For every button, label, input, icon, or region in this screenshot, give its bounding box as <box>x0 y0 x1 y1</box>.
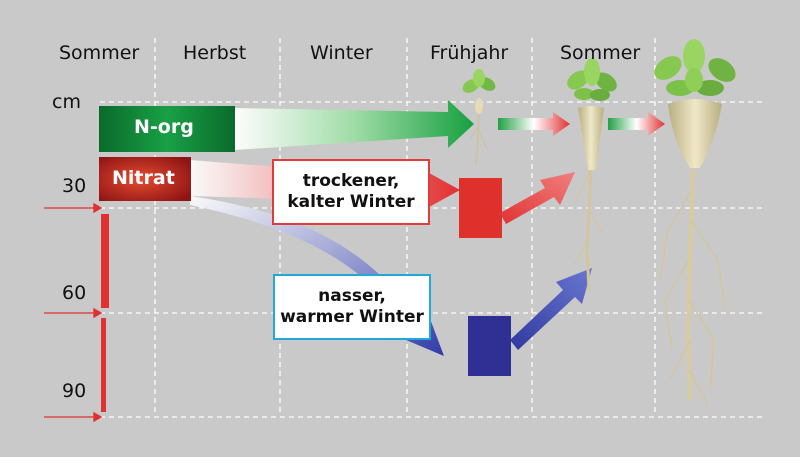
grid-lines <box>100 38 765 418</box>
nitrate-leaching-arrow <box>190 196 444 356</box>
nitrate-stored-deep-block <box>468 316 511 376</box>
nitrate-pool-box <box>99 157 191 201</box>
leaching-depth-indicator <box>44 202 109 423</box>
spring-uptake-red-arrow <box>500 172 575 224</box>
nitrate-label: Nitrat <box>112 167 175 189</box>
depth-unit-label: cm <box>52 91 81 113</box>
callout-wet-warm-line2: warmer Winter <box>280 307 424 327</box>
n-org-pool-box <box>99 106 235 152</box>
callout-wet-warm-winter: nasser, warmer Winter <box>273 274 431 340</box>
transition-arrow-2 <box>608 112 665 136</box>
depth-label-30: 30 <box>62 175 87 197</box>
depth-label-60: 60 <box>62 282 87 304</box>
season-header-spring: Frühjahr <box>430 42 509 64</box>
season-header-summer-1: Sommer <box>59 42 140 64</box>
nitrate-stored-upper-block <box>459 178 502 238</box>
season-header-autumn: Herbst <box>183 42 247 64</box>
transition-arrow-1 <box>498 112 570 136</box>
callout-dry-cold-line1: trockener, <box>302 171 400 191</box>
depth-label-90: 90 <box>62 380 87 402</box>
season-header-winter: Winter <box>310 42 373 64</box>
spring-uptake-blue-arrow <box>510 268 592 350</box>
young-beet-plant <box>462 69 496 166</box>
callout-dry-cold-winter: trockener, kalter Winter <box>272 159 430 225</box>
season-header-summer-2: Sommer <box>560 42 641 64</box>
n-org-label: N-org <box>134 116 194 138</box>
callout-dry-cold-line2: kalter Winter <box>287 192 415 212</box>
growing-beet-plant <box>567 58 617 291</box>
callout-wet-warm-line1: nasser, <box>318 286 386 306</box>
mature-beet-plant <box>654 39 736 406</box>
n-org-uptake-arrow <box>235 100 474 150</box>
